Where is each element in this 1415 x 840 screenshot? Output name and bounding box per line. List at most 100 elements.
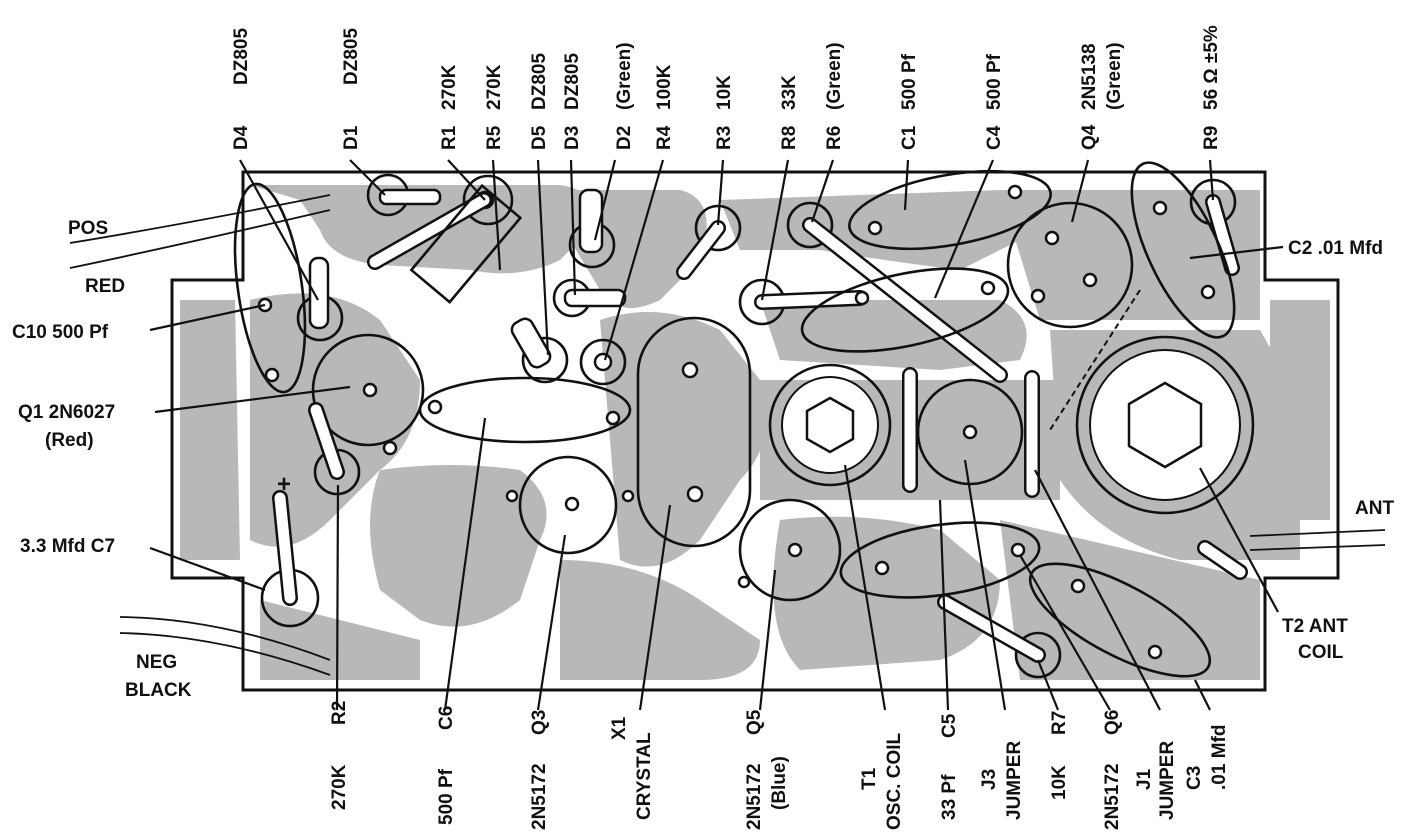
label-x1-type: CRYSTAL <box>634 732 655 820</box>
svg-text:R8: R8 <box>779 126 800 150</box>
svg-text:C5: C5 <box>939 713 960 738</box>
svg-text:500 Pf: 500 Pf <box>436 768 457 825</box>
label-q5-color: (Blue) <box>769 756 790 810</box>
label-q5: 2N5172 Q5 <box>744 709 765 830</box>
label-d2: D2 (Green) <box>614 42 635 150</box>
svg-text:56 Ω ±5%: 56 Ω ±5% <box>1201 25 1222 110</box>
pos-label: POS <box>68 218 108 239</box>
svg-text:270K: 270K <box>439 64 460 110</box>
label-j3: J3 <box>979 769 1000 790</box>
black-label: BLACK <box>125 680 192 701</box>
svg-text:DZ805: DZ805 <box>341 28 362 85</box>
svg-text:D2: D2 <box>614 126 635 150</box>
svg-text:500 Pf: 500 Pf <box>899 53 920 110</box>
side-labels: POS RED C10 500 Pf Q1 2N6027 (Red) 3.3 M… <box>12 218 1394 701</box>
svg-text:2N5172: 2N5172 <box>744 763 765 830</box>
svg-text:C4: C4 <box>984 125 1005 150</box>
svg-text:X1: X1 <box>609 716 630 740</box>
svg-text:J3: J3 <box>979 769 1000 790</box>
svg-text:2N5138: 2N5138 <box>1079 43 1100 110</box>
label-r6: R6 (Green) <box>824 42 845 150</box>
svg-text:(Green): (Green) <box>1104 42 1125 110</box>
label-r3: R3 10K <box>714 75 735 150</box>
svg-text:270K: 270K <box>329 764 350 810</box>
c7-plus: + <box>277 471 291 498</box>
svg-text:R7: R7 <box>1049 711 1070 735</box>
label-x1: X1 <box>609 716 630 740</box>
svg-text:Q6: Q6 <box>1102 710 1123 735</box>
external-wires <box>69 194 1386 676</box>
label-t1: T1 <box>859 767 880 790</box>
label-q4: Q4 2N5138(Green) <box>1079 42 1125 150</box>
svg-text:500 Pf: 500 Pf <box>984 53 1005 110</box>
c2-label: C2 .01 Mfd <box>1288 238 1383 259</box>
svg-text:(Green): (Green) <box>824 42 845 110</box>
svg-text:.01 Mfd: .01 Mfd <box>1209 725 1230 790</box>
svg-text:J1: J1 <box>1134 768 1155 790</box>
label-r1: R1 270K <box>439 64 460 150</box>
svg-text:C3: C3 <box>1184 766 1205 790</box>
svg-text:Q3: Q3 <box>529 710 550 735</box>
label-r8: R8 33K <box>779 75 800 150</box>
svg-text:R4: R4 <box>654 125 675 150</box>
q1-label: Q1 2N6027 <box>18 402 115 423</box>
label-c1: C1 500 Pf <box>899 53 920 150</box>
svg-text:OSC. COIL: OSC. COIL <box>884 732 905 830</box>
label-r7: 10K R7 <box>1049 711 1070 800</box>
svg-text:Q5: Q5 <box>744 709 765 735</box>
svg-text:JUMPER: JUMPER <box>1004 741 1025 820</box>
svg-text:DZ805: DZ805 <box>231 28 252 85</box>
label-c5: 33 Pf C5 <box>939 713 960 820</box>
svg-text:R3: R3 <box>714 126 735 150</box>
t2-label-line1: T2 ANT <box>1282 616 1348 637</box>
svg-text:33K: 33K <box>779 75 800 110</box>
svg-text:100K: 100K <box>654 64 675 110</box>
svg-text:(Green): (Green) <box>614 42 635 110</box>
label-c3-value: .01 Mfd <box>1209 725 1230 790</box>
svg-text:10K: 10K <box>1049 765 1070 800</box>
svg-text:D3: D3 <box>562 126 583 150</box>
t2-label-line2: COIL <box>1298 642 1344 663</box>
svg-text:R9: R9 <box>1201 126 1222 150</box>
svg-text:T1: T1 <box>859 767 880 790</box>
svg-text:R5: R5 <box>484 125 505 150</box>
svg-text:R1: R1 <box>439 125 460 150</box>
red-label: RED <box>85 276 125 297</box>
svg-text:33 Pf: 33 Pf <box>939 774 960 820</box>
svg-text:2N5172: 2N5172 <box>1102 763 1123 830</box>
svg-text:DZ805: DZ805 <box>529 53 550 110</box>
label-r4: R4 100K <box>654 64 675 150</box>
label-j1: J1 <box>1134 768 1155 790</box>
svg-text:10K: 10K <box>714 75 735 110</box>
svg-text:(Blue): (Blue) <box>769 756 790 810</box>
c10-outline <box>233 182 307 394</box>
svg-text:CRYSTAL: CRYSTAL <box>634 732 655 820</box>
label-r9: R9 56 Ω ±5% <box>1201 25 1222 150</box>
label-d3: D3 DZ805 <box>562 53 583 150</box>
c7-label: 3.3 Mfd C7 <box>20 536 115 557</box>
label-c6: 500 Pf C6 <box>436 706 457 825</box>
svg-text:C6: C6 <box>436 706 457 730</box>
label-q6: 2N5172 Q6 <box>1102 710 1123 830</box>
label-j1-type: JUMPER <box>1157 741 1178 820</box>
label-t1-type: OSC. COIL <box>884 732 905 830</box>
svg-text:R6: R6 <box>824 126 845 150</box>
svg-text:DZ805: DZ805 <box>562 53 583 110</box>
label-c4: C4 500 Pf <box>984 53 1005 150</box>
c10-label: C10 500 Pf <box>12 322 109 343</box>
components <box>233 161 1255 679</box>
svg-text:C1: C1 <box>899 125 920 150</box>
q1-color-label: (Red) <box>45 430 94 451</box>
svg-text:Q4: Q4 <box>1079 124 1100 150</box>
label-d4: D4 DZ805 <box>231 28 252 150</box>
ant-label: ANT <box>1355 498 1394 519</box>
svg-text:D4: D4 <box>231 125 252 150</box>
